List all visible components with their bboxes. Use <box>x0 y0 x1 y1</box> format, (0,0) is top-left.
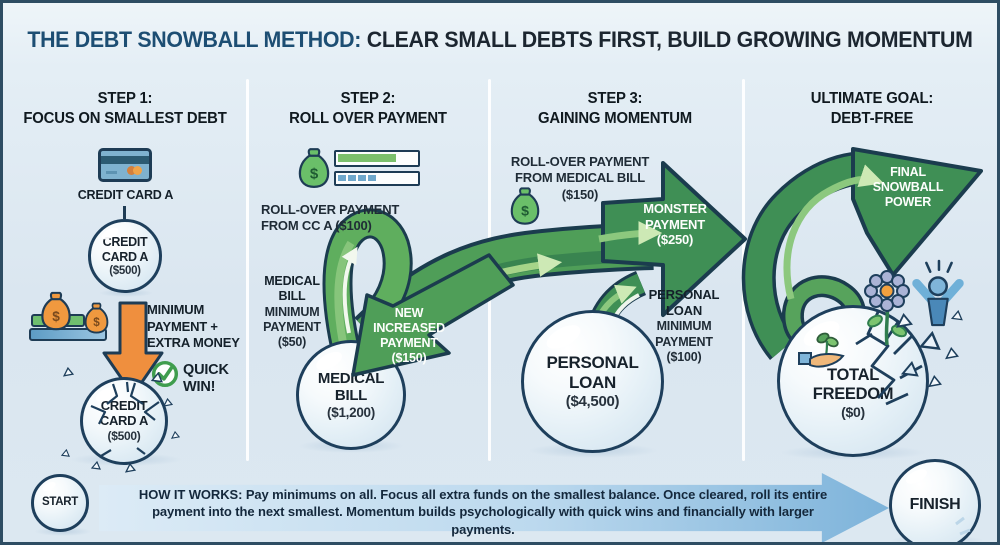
start-ball: START <box>31 474 89 532</box>
tray-icon <box>29 328 107 341</box>
ice-shard <box>928 374 943 394</box>
divider-1 <box>246 79 249 461</box>
ice-shard <box>60 445 70 463</box>
ice-shard <box>896 312 914 335</box>
final-snowball-power-label: FINAL SNOWBALL POWER <box>872 165 944 209</box>
ice-shard <box>124 461 137 479</box>
monster-payment-label: MONSTER PAYMENT ($250) <box>643 201 707 248</box>
ice-shard <box>950 309 963 327</box>
card-chip <box>106 171 117 174</box>
svg-text:$: $ <box>93 316 100 329</box>
hand-sprout-icon <box>798 332 845 368</box>
money-bag-icon: $ <box>41 291 71 331</box>
ball-highlight <box>41 479 57 493</box>
ice-shard <box>90 458 101 476</box>
crack-lines <box>90 381 160 457</box>
snowball-credit-card: CREDIT CARD A ($500) <box>88 219 162 293</box>
money-bag-icon: $ <box>84 302 109 334</box>
ball-highlight <box>542 320 584 354</box>
step1-heading: STEP 1: FOCUS ON SMALLEST DEBT <box>23 90 227 128</box>
check-circle-icon <box>151 360 179 388</box>
quick-win-label: QUICK WIN! <box>183 362 229 396</box>
title-highlight: THE DEBT SNOWBALL METHOD: <box>27 27 362 52</box>
divider-3 <box>742 79 745 461</box>
rollover-note-cc-a: ROLL-OVER PAYMENT FROM CC A ($100) <box>261 202 400 234</box>
step3-heading: STEP 3: GAINING MOMENTUM <box>538 90 692 128</box>
money-bag-icon: $ <box>298 148 330 188</box>
sparkle-lines <box>955 516 971 536</box>
how-it-works-lead: HOW IT WORKS: <box>138 487 243 502</box>
snowball-personal-loan: PERSONAL LOAN ($4,500) <box>521 310 664 453</box>
new-payment-label: NEW INCREASED PAYMENT ($150) <box>373 306 445 365</box>
goal-heading: ULTIMATE GOAL: DEBT-FREE <box>810 90 934 128</box>
ice-shard <box>150 371 163 389</box>
ball-shadow <box>99 289 153 297</box>
step2-heading: STEP 2: ROLL OVER PAYMENT <box>289 90 447 128</box>
connector-line <box>123 206 126 219</box>
card-stripe <box>101 156 149 164</box>
minimum-payment-note: MINIMUM PAYMENT + EXTRA MONEY <box>147 302 240 351</box>
medical-bill-min-note: MEDICAL BILL MINIMUM PAYMENT ($50) <box>263 274 321 349</box>
progress-bar-green <box>334 150 420 167</box>
credit-card-label: CREDIT CARD A <box>77 188 174 202</box>
svg-text:$: $ <box>52 309 60 324</box>
page-title: THE DEBT SNOWBALL METHOD: CLEAR SMALL DE… <box>18 27 982 53</box>
svg-text:$: $ <box>521 203 529 219</box>
how-it-works-text: HOW IT WORKS: Pay minimums on all. Focus… <box>138 487 828 537</box>
svg-text:$: $ <box>310 165 319 182</box>
ice-shard <box>900 360 919 384</box>
progress-fill <box>338 154 396 162</box>
ice-shard <box>62 365 75 383</box>
title-rest: CLEAR SMALL DEBTS FIRST, BUILD GROWING M… <box>361 27 973 52</box>
card-circle-right <box>133 166 142 175</box>
finish-ball: FINISH <box>889 459 981 542</box>
divider-2 <box>488 79 491 461</box>
money-bag-icon: $ <box>510 187 540 225</box>
ice-shard <box>945 346 960 366</box>
ice-shard <box>170 427 181 445</box>
crushed-snowball-credit-card: CREDIT CARD A ($500) <box>80 377 168 465</box>
card-circle-left <box>127 166 136 175</box>
ice-shard <box>162 395 174 413</box>
payment-down-arrow-icon <box>102 301 164 397</box>
ice-shard <box>918 330 941 358</box>
credit-card-icon <box>98 148 152 182</box>
progress-bar-blue <box>334 171 420 186</box>
